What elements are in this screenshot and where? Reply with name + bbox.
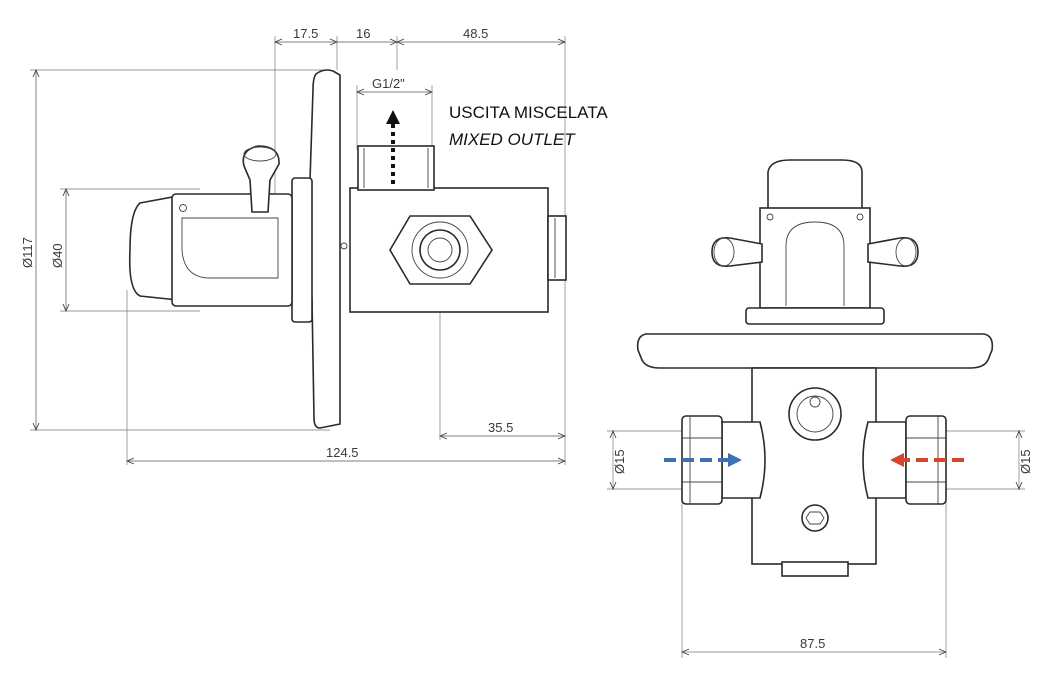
front-handle-housing [759,207,871,309]
dim-top-b: 16 [356,26,370,41]
plate-collar [291,177,313,323]
front-bottom-thread [781,561,849,577]
dim-top-c: 48.5 [463,26,488,41]
front-lever-right [867,236,919,268]
dim-front-width: 87.5 [800,636,825,651]
label-outlet-en: MIXED OUTLET [449,130,576,149]
dim-inlet-left: Ø15 [612,449,627,474]
front-plate-collar [745,307,885,325]
front-view: Ø15 Ø15 87.5 [607,159,1033,658]
front-wall-plate [636,333,994,369]
dim-body-dia: Ø40 [50,243,65,268]
dim-height-total: Ø117 [20,237,35,268]
dim-inlet-right: Ø15 [1018,449,1033,474]
outlet-thread [357,145,435,191]
dim-top-a: 17.5 [293,26,318,41]
end-thread [547,215,567,281]
front-handle-cap [767,159,863,213]
dim-outlet-offset: 35.5 [488,420,513,435]
dim-thread: G1/2" [372,76,405,91]
handle-housing [171,193,293,307]
wall-plate [308,69,341,429]
side-view: 17.5 16 48.5 G1/2" Ø117 Ø40 35.5 124.5 U… [20,26,608,465]
handle-cap [128,195,179,301]
front-lever-left [711,236,763,268]
mixed-outlet-arrowhead [386,110,400,124]
dim-total-length: 124.5 [326,445,359,460]
label-outlet-it: USCITA MISCELATA [449,103,608,122]
front-screw [801,504,829,532]
cold-inlet-arrowhead [728,453,742,467]
hot-inlet-arrowhead [890,453,904,467]
